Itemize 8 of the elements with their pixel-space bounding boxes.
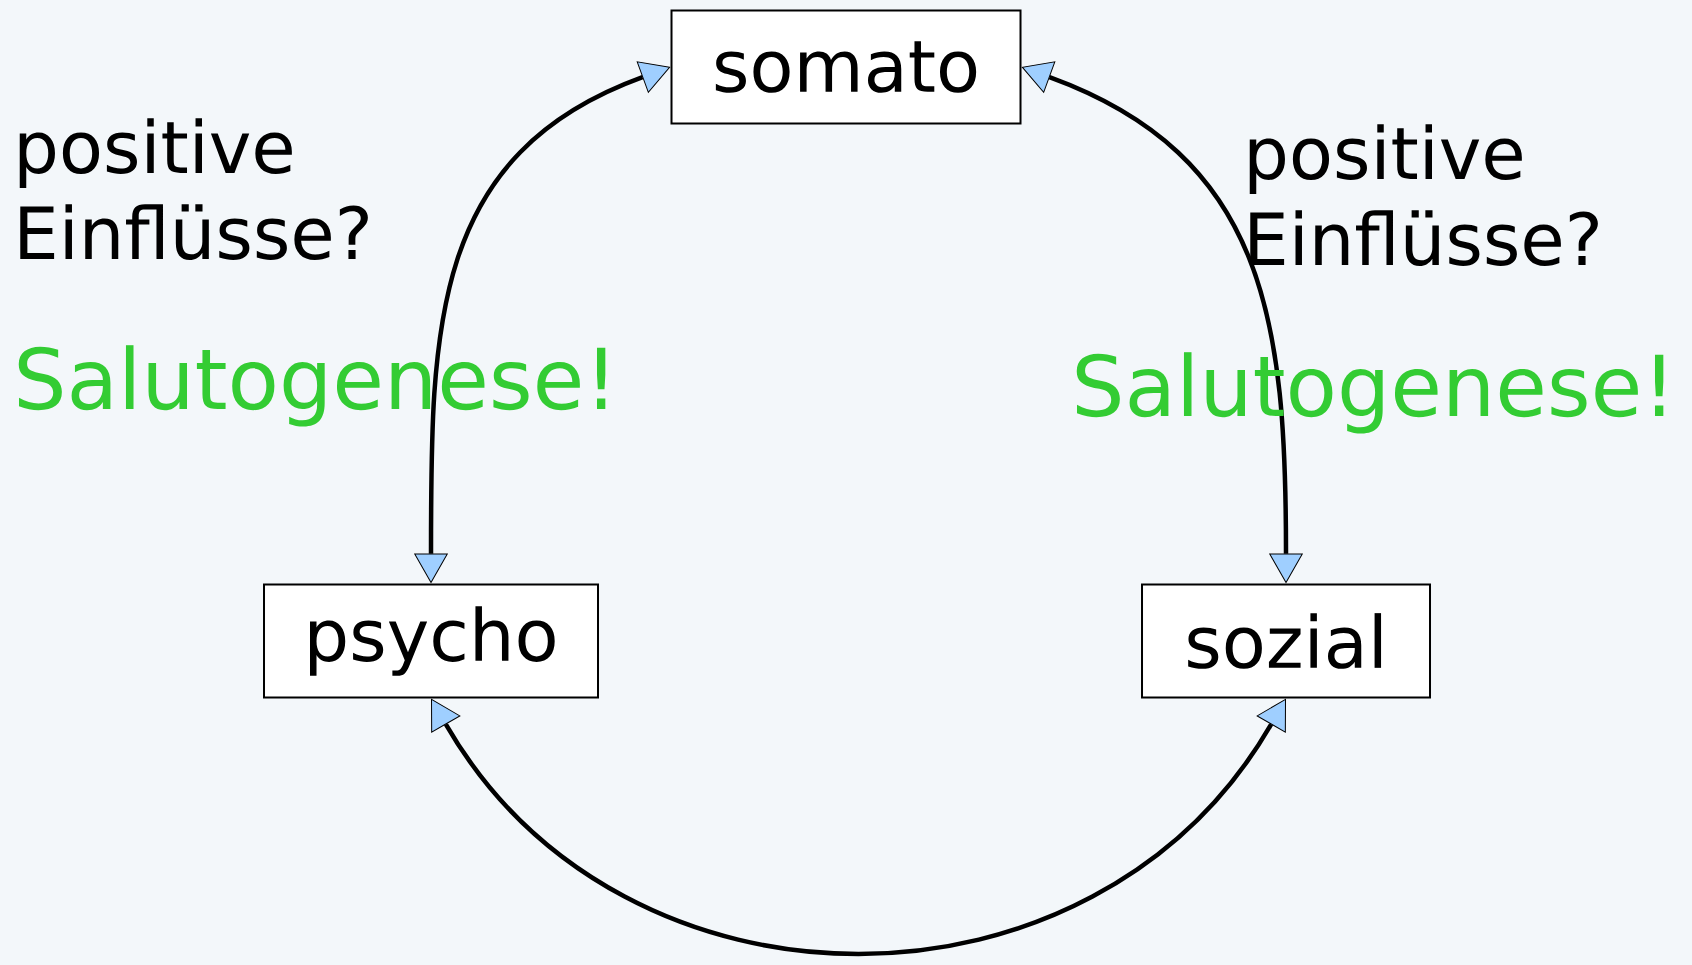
text-box: sozial — [1141, 583, 1431, 699]
arrow — [431, 698, 1286, 956]
annotation: positive Einflüsse? — [19, 118, 368, 260]
arrow — [1021, 61, 1303, 583]
text-box: somato — [670, 9, 1022, 125]
text-box: psycho — [263, 583, 599, 699]
arrow — [414, 61, 671, 583]
annotation: positive Einflüsse? — [1249, 124, 1598, 266]
